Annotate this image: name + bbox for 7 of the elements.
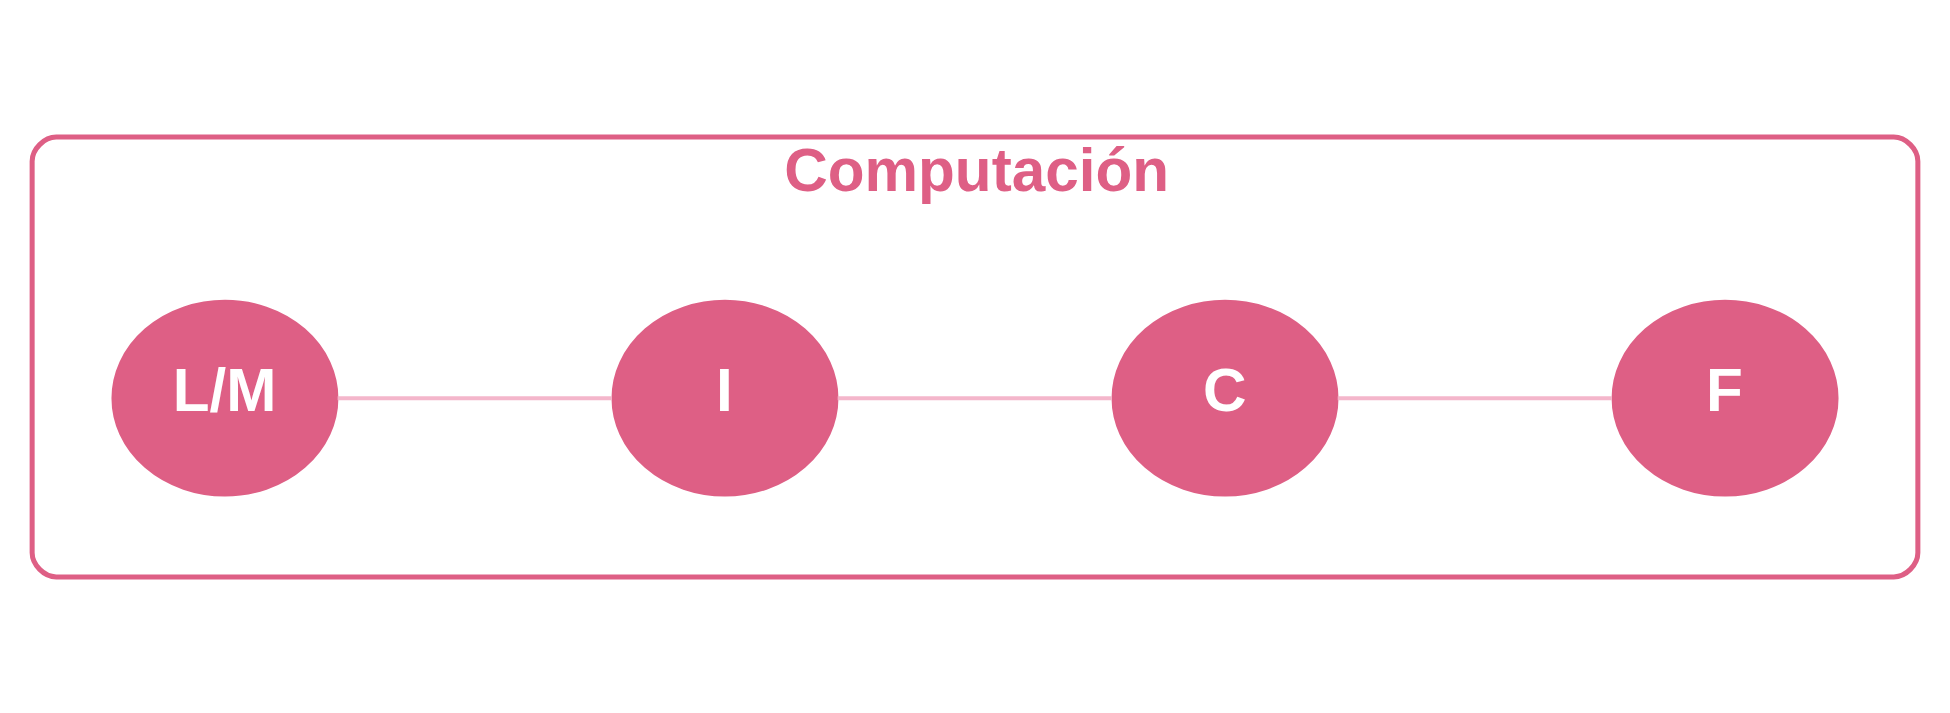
node-ellipse: C: [1111, 299, 1339, 497]
node-ellipse: L/M: [111, 299, 339, 497]
connector: [337, 395, 612, 400]
node-ellipse: F: [1611, 299, 1839, 497]
connector: [1337, 395, 1612, 400]
connector: [837, 395, 1112, 400]
node-ellipse: I: [611, 299, 839, 497]
